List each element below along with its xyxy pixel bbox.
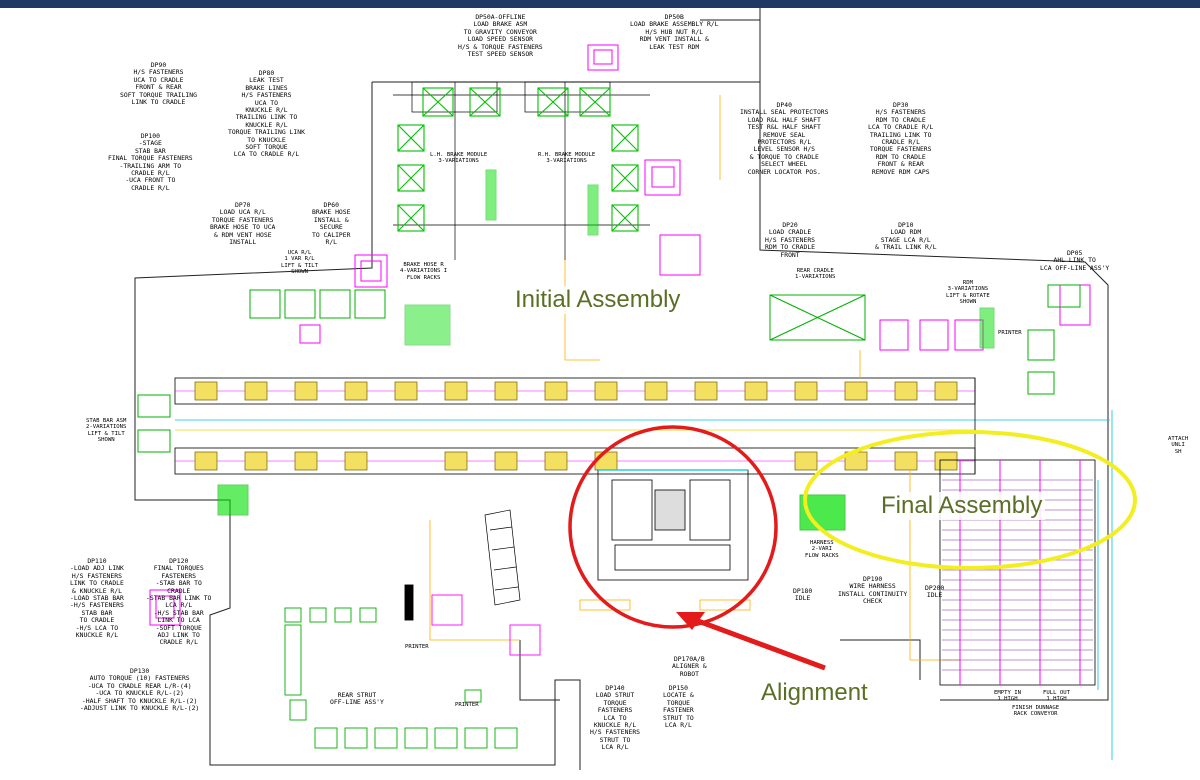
brake-module-area bbox=[393, 81, 650, 260]
station-dp05: DP05 AHL LINK TO LCA OFF-LINE ASS'Y bbox=[1040, 249, 1110, 272]
flow-racks-label: HARNESS 2-VARI FLOW RACKS bbox=[805, 540, 839, 559]
station-dp20: DP20 LOAD CRADLE H/S FASTENERS RDM TO CR… bbox=[765, 221, 816, 259]
station-dp70: DP70 LOAD UCA R/L TORQUE FASTENERS BRAKE… bbox=[210, 201, 276, 247]
empty-in-label: EMPTY IN 1 HIGH bbox=[994, 690, 1021, 703]
printer-label-1: PRINTER bbox=[405, 644, 429, 650]
station-dp190: DP190 WIRE HARNESS INSTALL CONTINUITY CH… bbox=[838, 575, 908, 606]
station-dp90: DP90 H/S FASTENERS UCA TO CRADLE FRONT &… bbox=[120, 61, 197, 107]
station-dp120: DP120 FINAL TORQUES FASTENERS -STAB BAR … bbox=[146, 557, 212, 647]
station-dp140: DP140 LOAD STRUT TORQUE FASTENERS LCA TO… bbox=[590, 684, 641, 752]
alignment-arrow-head bbox=[676, 612, 705, 630]
station-dp100: DP100 -STAGE STAB BAR FINAL TORQUE FASTE… bbox=[108, 132, 193, 192]
station-dp50b: DP50B LOAD BRAKE ASSEMBLY R/L H/S HUB NU… bbox=[630, 13, 719, 51]
attach-label: ATTACH UNLI SH bbox=[1168, 436, 1189, 455]
finish-dunnage-label: FINISH DUNNAGE RACK CONVEYOR bbox=[1012, 705, 1060, 718]
station-dp50a: DP50A-OFFLINE LOAD BRAKE ASM TO GRAVITY … bbox=[458, 13, 543, 59]
rack-rows bbox=[137, 284, 1081, 531]
station-dp80: DP80 LEAK TEST BRAKE LINES H/S FASTENERS… bbox=[228, 69, 305, 159]
aligner-machine bbox=[579, 469, 751, 611]
station-dp150: DP150 LOCATE & TORQUE FASTENER STRUT TO … bbox=[663, 684, 694, 730]
rear-strut-area bbox=[284, 584, 518, 749]
alignment-circle bbox=[568, 425, 778, 629]
stab-bar-asm-label: STAB BAR ASM 2-VARIATIONS LIFT & TILT SH… bbox=[86, 418, 127, 444]
printer-label-2: PRINTER bbox=[455, 702, 479, 708]
uca-rl-label: UCA R/L 1 VAR R/L LIFT & TILT SHOWN bbox=[281, 250, 319, 276]
station-dp60: DP60 BRAKE HOSE INSTALL & SECURE TO CALI… bbox=[312, 201, 351, 247]
lh-brake-module-label: L.H. BRAKE MODULE 3-VARIATIONS bbox=[430, 152, 488, 165]
station-dp170: DP170A/B ALIGNER & ROBOT bbox=[672, 655, 707, 678]
rear-strut-fixtures bbox=[431, 594, 541, 656]
full-out-label: FULL OUT 1 HIGH bbox=[1043, 690, 1070, 703]
alignment-label: Alignment bbox=[758, 679, 871, 707]
rear-strut-label: REAR STRUT OFF-LINE ASS'Y bbox=[330, 691, 384, 707]
alignment-arrow-shaft bbox=[689, 615, 826, 671]
rh-brake-module-label: R.H. BRAKE MODULE 3-VARIATIONS bbox=[538, 152, 596, 165]
station-dp200: DP200 IDLE bbox=[925, 584, 945, 600]
brake-hose-label: BRAKE HOSE R 4-VARIATIONS I FLOW RACKS bbox=[400, 262, 448, 281]
printer-label-3: PRINTER bbox=[998, 330, 1022, 336]
station-dp130: DP130 AUTO TORQUE (10) FASTENERS -UCA TO… bbox=[80, 667, 200, 713]
final-assembly-ellipse bbox=[803, 430, 1137, 570]
station-dp30: DP30 H/S FASTENERS RDM TO CRADLE LCA TO … bbox=[868, 101, 934, 176]
rdm-variations-label: RDM 3-VARIATIONS LIFT & ROTATE SHOWN bbox=[946, 280, 990, 306]
rear-cradle-label: REAR CRADLE 1-VARIATIONS bbox=[795, 268, 836, 281]
header-bar bbox=[0, 0, 1200, 8]
floor-outline bbox=[134, 8, 1109, 770]
diagonal-feeder bbox=[484, 509, 521, 606]
initial-assembly-label: Initial Assembly bbox=[512, 286, 684, 314]
station-dp180: DP180 IDLE bbox=[793, 587, 813, 603]
station-dp10: DP10 LOAD RDM STAGE LCA R/L & TRAIL LINK… bbox=[875, 221, 937, 252]
brake-module-racks bbox=[397, 87, 639, 236]
final-assembly-label: Final Assembly bbox=[878, 492, 1046, 520]
station-dp40: DP40 INSTALL SEAL PROTECTORS LOAD R&L HA… bbox=[740, 101, 829, 176]
station-dp110: DP110 -LOAD ADJ LINK H/S FASTENERS LINK … bbox=[70, 557, 124, 640]
